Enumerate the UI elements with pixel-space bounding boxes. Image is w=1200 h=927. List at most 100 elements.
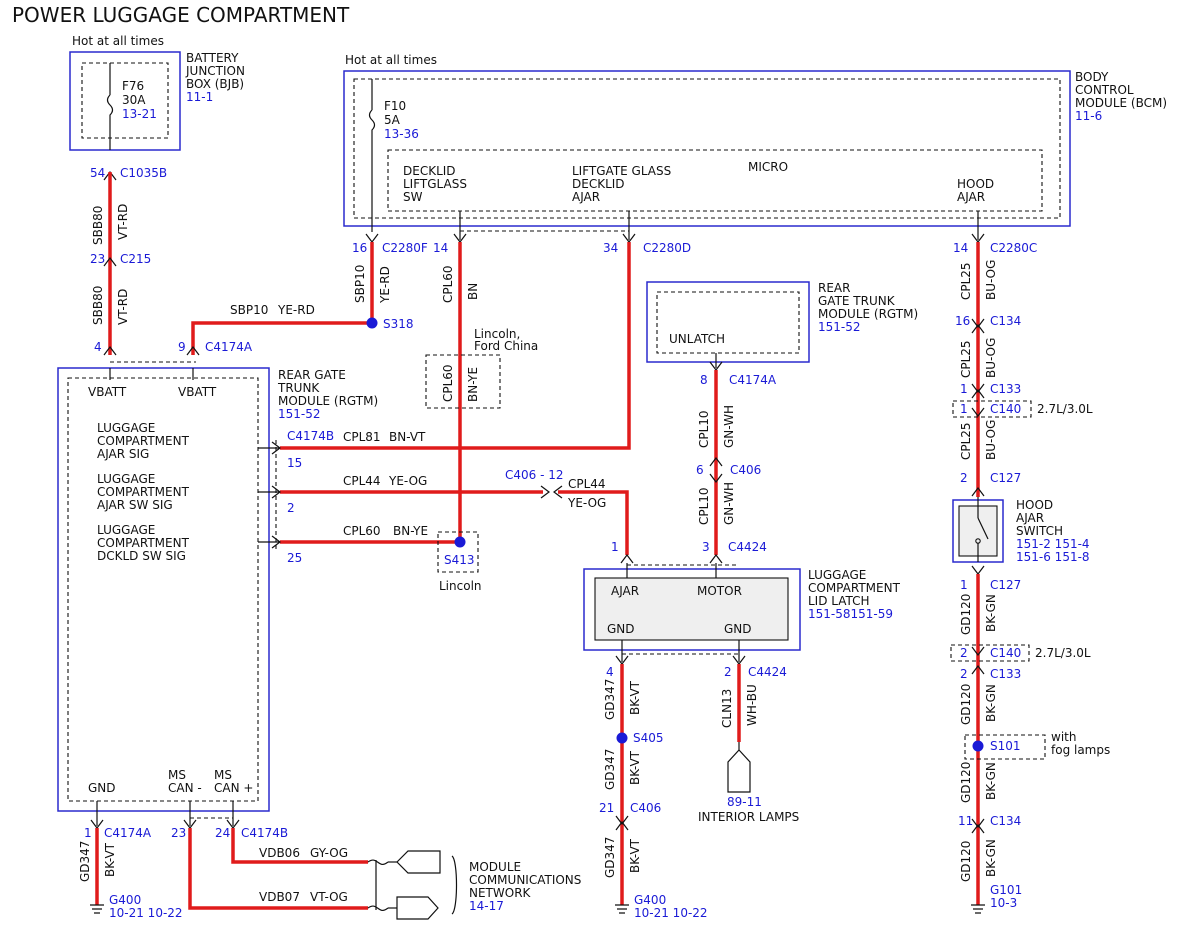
rgtm-left-box (57, 367, 270, 812)
bcm-micro-label: MICRO (748, 160, 788, 174)
gd120-color-1: BK-GN (984, 594, 998, 632)
cpl60-alt-circuit: CPL60 (441, 364, 455, 402)
latch-gnd1: GND (607, 622, 635, 636)
bcm-pin16: 16 (352, 241, 367, 255)
lincoln-ford-china-line2: Ford China (474, 339, 538, 353)
latch-pin1: 1 (611, 540, 619, 554)
lincoln-ford-china-box (425, 354, 501, 409)
cpl81-color: BN-VT (389, 430, 426, 444)
latch-name-line3: LID LATCH (808, 594, 870, 608)
c140-label: C140 (990, 402, 1021, 416)
latch-ajar: AJAR (611, 584, 639, 598)
bcm-pin14: 14 (433, 241, 448, 255)
gd347-rgtm-color: BK-VT (103, 842, 117, 877)
c140-pin: 1 (960, 402, 968, 416)
c140b-label: C140 (990, 646, 1021, 660)
bcm-func2-line3: AJAR (572, 190, 600, 204)
c134-arrow-a (971, 318, 985, 328)
c134b-pin: 11 (958, 814, 973, 828)
sig2-arrow (271, 485, 281, 499)
sig3-line3: DCKLD SW SIG (97, 549, 186, 563)
gd347-latch-circuit-1: GD347 (603, 679, 617, 720)
bcm-label-group: BODY CONTROL MODULE (BCM) 11-6 (1075, 70, 1167, 123)
g101-name: G101 (990, 883, 1022, 897)
network-bracket (451, 855, 458, 915)
c134b-arrow-b (971, 824, 985, 834)
cpl10-color-2: GN-WH (722, 482, 736, 525)
gd120-color-4: BK-GN (984, 839, 998, 877)
wire-cpl44-b (558, 490, 629, 555)
cpl60-h-label: CPL60 (343, 524, 381, 538)
rgtm-right-inner (656, 291, 800, 354)
c406-low-conn: C406 (630, 801, 661, 815)
rgtm-conn-can: C4174B (241, 826, 288, 840)
c134b-label: C134 (990, 814, 1021, 828)
c215-pin: 23 (90, 252, 105, 266)
sig1-line1: LUGGAGE (97, 421, 155, 435)
cpl25-color-3: BU-OG (984, 420, 998, 460)
sig2-line2: COMPARTMENT (97, 485, 190, 499)
rgtm-vbatt2: VBATT (178, 385, 217, 399)
latch-inner (594, 577, 789, 641)
bcm-func2-line1: LIFTGATE GLASS (572, 164, 671, 178)
g400-b-ground-icon (615, 904, 629, 914)
rgtm-gnd-pin: 1 (84, 826, 92, 840)
bcm-ref: 11-6 (1075, 109, 1102, 123)
interior-lamps-ref: 89-11 (727, 795, 762, 809)
s405-splice (616, 732, 628, 744)
cpl25-color-2: BU-OG (984, 338, 998, 378)
g400-b-name: G400 (634, 893, 666, 907)
rgtm-pin9: 9 (178, 340, 186, 354)
bcm-func3-line1: HOOD (957, 177, 994, 191)
sbb80-circuit-1: SBB80 (91, 206, 105, 245)
cpl25-circuit-2: CPL25 (959, 340, 973, 378)
fog-note-line2: fog lamps (1051, 743, 1110, 757)
ms-can-minus-line1: MS (168, 768, 186, 782)
rgtm-vbatt1: VBATT (88, 385, 127, 399)
bcm-name-line1: BODY (1075, 70, 1109, 84)
cpl44-b-label: CPL44 (568, 477, 606, 491)
rgtm-pin25: 25 (287, 551, 302, 565)
cpl10-circuit-1: CPL10 (697, 410, 711, 448)
rgtm-right-name-line2: GATE TRUNK (818, 294, 896, 308)
wire-vdb07 (188, 828, 368, 910)
c127b-label: C127 (990, 578, 1021, 592)
rgtm-pin4: 4 (94, 340, 102, 354)
s101-box (964, 734, 1046, 760)
twist-symbol-bottom (367, 905, 389, 911)
vdb07-label: VDB07 (259, 890, 300, 904)
rgtm-pin23: 23 (171, 826, 186, 840)
bcm-fuse-symbol (368, 79, 376, 232)
sbb80-circuit-2: SBB80 (91, 286, 105, 325)
interior-lamps-label: INTERIOR LAMPS (698, 810, 799, 824)
gd120-circuit-4: GD120 (959, 841, 973, 882)
network-connector-bottom (396, 896, 439, 920)
gd347-latch-circuit-2: GD347 (603, 749, 617, 790)
c140-engine-note: 2.7L/3.0L (1037, 402, 1093, 416)
rgtm-right-ref: 151-52 (818, 320, 861, 334)
cpl44-label: CPL44 (343, 474, 381, 488)
latch-ref: 151-58151-59 (808, 607, 893, 621)
rgtm-right-conn: C4174A (729, 373, 777, 387)
bjb-name-line3: BOX (BJB) (186, 77, 244, 91)
rgtm-right-unlatch: UNLATCH (669, 332, 725, 346)
bcm-pin14b: 14 (953, 241, 968, 255)
bcm-inner-box (353, 78, 1061, 219)
bcm-func1-line2: LIFTGLASS (403, 177, 467, 191)
c406-mid-pin: 6 (696, 463, 704, 477)
cpl60-circuit: CPL60 (441, 265, 455, 303)
sig2-line1: LUGGAGE (97, 472, 155, 486)
c133-arrow-a (971, 383, 985, 393)
sbp10-h-color: YE-RD (277, 303, 315, 317)
c406-12-label: C406 - 12 (505, 468, 564, 482)
cpl44-color: YE-OG (388, 474, 427, 488)
latch-conn2: C4424 (748, 665, 787, 679)
interior-lamps-connector (727, 749, 751, 793)
bcm-fuse-name: F10 (384, 99, 406, 113)
c134-label: C134 (990, 314, 1021, 328)
rgtm-gnd: GND (88, 781, 116, 795)
network-line3: NETWORK (469, 886, 532, 900)
gd347-latch-color-2: BK-VT (628, 750, 642, 785)
latch-name-line1: LUGGAGE (808, 568, 866, 582)
cpl81-label: CPL81 (343, 430, 381, 444)
